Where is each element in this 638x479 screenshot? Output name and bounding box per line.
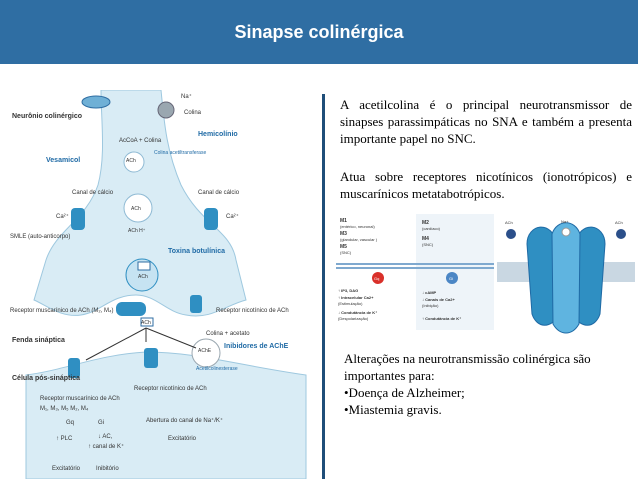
canal-k-label: ↑ canal de K⁺ (88, 443, 124, 450)
inibitorio-label: Inibitório (96, 466, 119, 472)
vesamicol-label: Vesamicol (46, 157, 80, 164)
muscarinic-receptor-post (68, 358, 80, 378)
arrow (145, 327, 197, 349)
ca-intra-label: ↑ Intracelular Ca2+ (338, 295, 374, 300)
figure-right-panel (416, 214, 494, 330)
ach-label-3: ACh (138, 274, 148, 280)
channel-subunit-center (551, 222, 581, 334)
ache-enzyme (191, 338, 221, 368)
nicotinic-receptor-figure: Na+ ACh ACh (497, 219, 635, 334)
nicotinic-receptor-pre (190, 295, 202, 313)
gi-protein-label: Gi (449, 276, 453, 281)
calcium-channel-right (204, 208, 218, 230)
receptor-nic-label: Receptor nicotínico de ACh (216, 308, 289, 314)
m4-label: M4 (422, 236, 429, 242)
ach-ligand-left (506, 229, 516, 239)
m4-sub-label: (SNC) (422, 242, 434, 247)
neuron-label: Neurônio colinérgico (12, 113, 82, 120)
acetilcol-label: Acetilcolinesterase (196, 366, 238, 372)
vertical-divider (322, 94, 325, 479)
estimulacao-label: (Estimulação) (338, 301, 363, 306)
m2-sub-label: (cardíaco) (422, 226, 441, 231)
smle-label: SMLE (auto-anticorpo) (10, 234, 70, 240)
ip3-label: ↑ IP3, DAG (338, 288, 358, 293)
canal-right-label: Canal de cálcio (198, 190, 240, 196)
despolarizacao-label: (Despolarização) (338, 316, 369, 321)
inibicao-label: (Inibição) (422, 303, 439, 308)
camp-label: ↓ cAMP (422, 290, 437, 295)
muscarinic-receptor-figure: Gq Gi M1 (entérico, neuronal) M3 (glandu… (336, 214, 494, 330)
ach-label-2: ACh (131, 206, 141, 212)
title-banner (0, 0, 638, 64)
gi-protein (446, 272, 458, 284)
bullet-miastemia: •Miastemia gravis. (344, 402, 442, 417)
receptor-musc-label: Receptor muscarínico de ACh (M₂, M₄) (10, 308, 113, 314)
bullet-alzheimer: •Doença de Alzheimer; (344, 385, 465, 400)
na-label: Na⁺ (181, 93, 192, 100)
gq-protein (372, 272, 384, 284)
paragraph-2: Atua sobre receptores nicotínicos (ionot… (340, 169, 632, 201)
slide-title: Sinapse colinérgica (234, 22, 404, 42)
choline-transporter (157, 101, 175, 119)
nicotinic-receptor-post (144, 348, 158, 368)
ach-ligand-right (616, 229, 626, 239)
gq-label: Gq (66, 420, 74, 426)
receptor-musc2-label: Receptor muscarínico de ACh (40, 396, 120, 402)
ach-molecule (140, 317, 154, 327)
gq-protein-label: Gq (374, 276, 379, 281)
m5-sub-label: (SNC) (340, 250, 352, 255)
cond-k-up-label: ↑ Condutância de K⁺ (422, 316, 461, 321)
cond-k-down-label: ↓ Condutância de K⁺ (338, 310, 377, 315)
colina-acetil-label: Colina acetiltransferase (154, 150, 206, 156)
receptor-nic2-label: Receptor nicotínico de ACh (134, 386, 207, 392)
cholinergic-synapse-diagram: Na⁺ Colina Neurônio colinérgico AcCoA + … (10, 90, 307, 479)
canais-ca-label: ↓ Canais de Ca2+ (422, 297, 455, 302)
achh-label: ACh H⁺ (128, 228, 146, 234)
m2-label: M2 (422, 220, 429, 226)
muscarinic-receptor-pre (116, 302, 146, 316)
na-ion (561, 227, 571, 237)
m3-sub-label: (glandular, vascular ) (340, 237, 378, 242)
mitochondrion (81, 95, 111, 109)
alterations-intro: Alterações na neurotransmissão colinérgi… (344, 351, 591, 383)
ac-label: ↓ AC, (98, 434, 113, 440)
ach-right-label: ACh (615, 220, 623, 225)
ache-label: AChE (198, 348, 212, 354)
arrow (85, 327, 147, 361)
colina-acetato-label: Colina + acetato (206, 331, 250, 337)
m-list-label: M₁, M₃, M₅ M₂, M₄ (40, 406, 89, 412)
excitatorio2-label: Excitatório (168, 436, 197, 442)
inibidores-label: Inibidores de AChE (224, 343, 289, 350)
m3-label: M3 (340, 231, 347, 237)
ach-left-label: ACh (505, 220, 513, 225)
calcium-channel-left (71, 208, 85, 230)
acetilcoa-label: AcCoA + Colina (119, 138, 162, 144)
abertura-label: Abertura do canal de Na⁺/K⁺ (146, 417, 223, 424)
plc-label: ↑ PLC (56, 436, 73, 442)
m1-sub-label: (entérico, neuronal) (340, 224, 375, 229)
ach-molecule (137, 261, 151, 271)
excitatorio-label: Excitatório (52, 466, 81, 472)
na-plus-label: Na+ (561, 219, 569, 224)
fenda-label: Fenda sináptica (12, 337, 65, 344)
m5-label: M5 (340, 244, 347, 250)
ach-label-4: ACh (141, 320, 151, 326)
hemicolinio-label: Hemicolínio (198, 131, 238, 138)
paragraph-1: A acetilcolina é o principal neurotransm… (340, 97, 632, 146)
ca-left-label: Ca²⁺ (56, 213, 69, 220)
gi-label: Gi (98, 420, 104, 426)
ach-label-1: ACh (126, 158, 136, 164)
vesicle (123, 151, 145, 173)
vesicle (123, 193, 153, 223)
alterations-block: Alterações na neurotransmissão colinérgi… (344, 350, 632, 418)
toxina-label: Toxina botulínica (168, 248, 225, 255)
celula-label: Célula pós-sináptica (12, 375, 80, 382)
colina-top-label: Colina (184, 110, 202, 116)
m1-label: M1 (340, 218, 347, 224)
ca-right-label: Ca²⁺ (226, 213, 239, 220)
canal-left-label: Canal de cálcio (72, 190, 114, 196)
